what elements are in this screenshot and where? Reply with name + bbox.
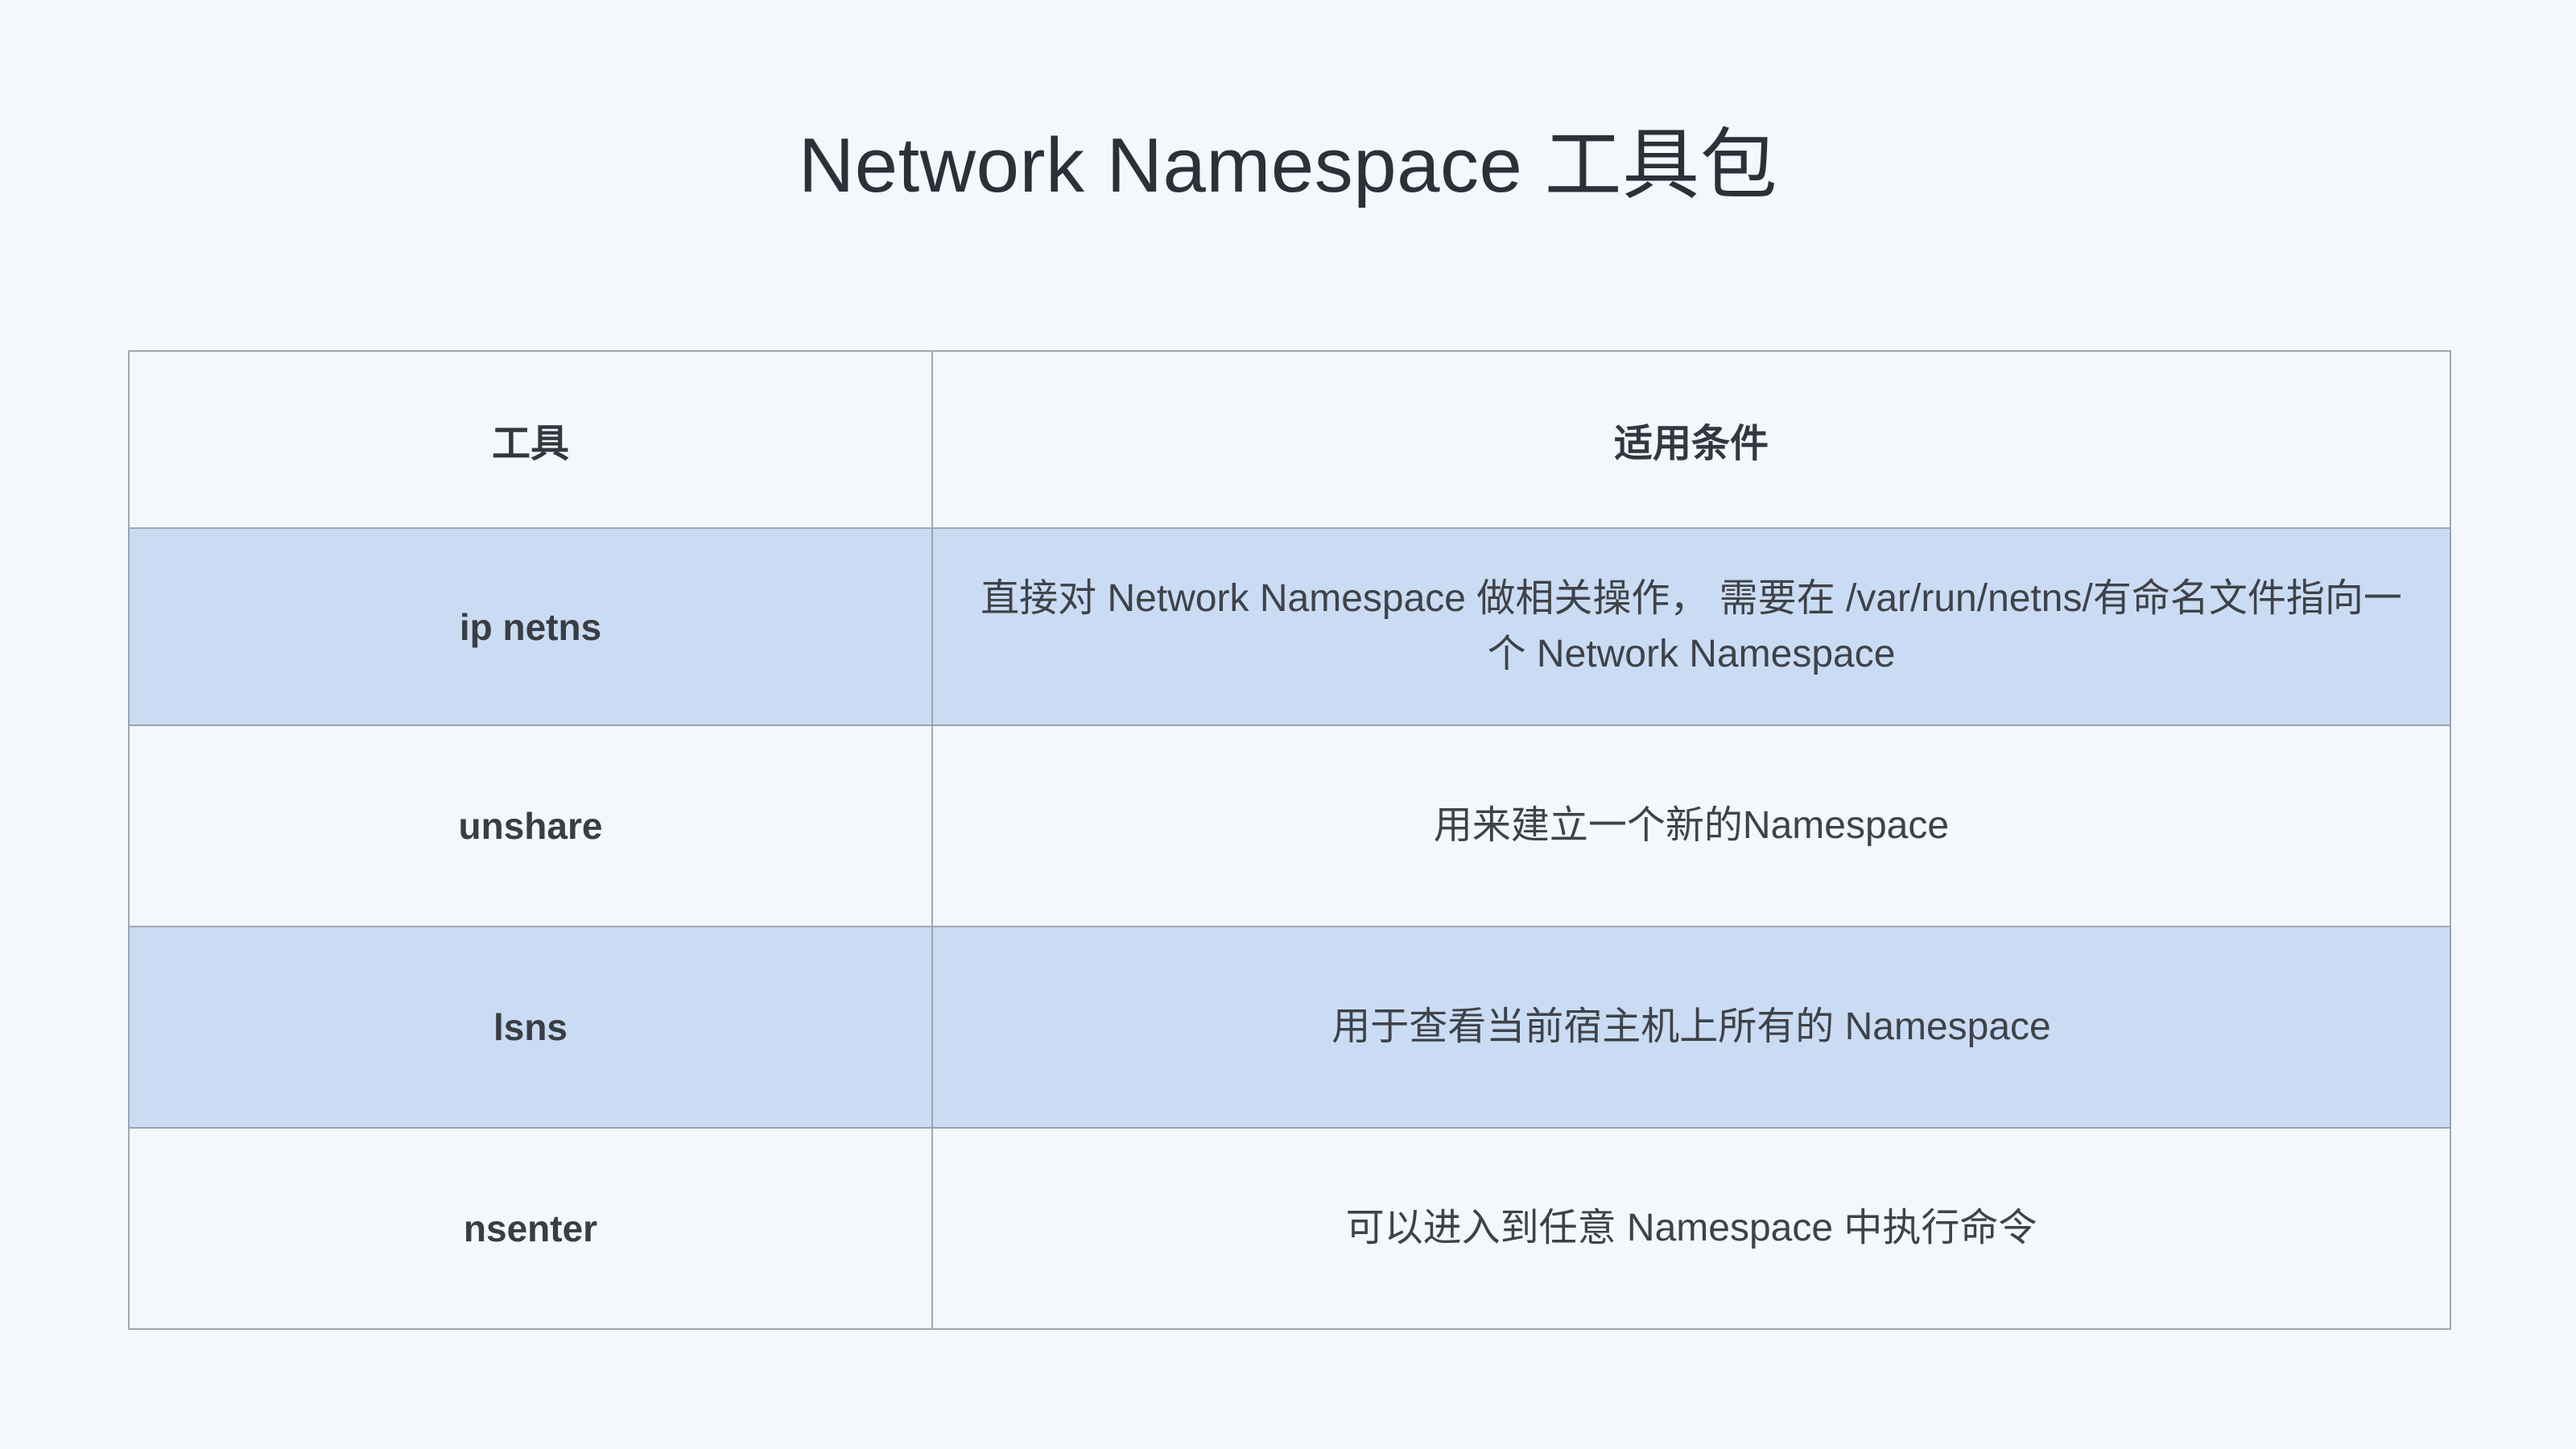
- table-header-row: 工具 适用条件: [128, 350, 2451, 529]
- page-title: Network Namespace 工具包: [798, 122, 1778, 209]
- table-row: unshare 用来建立一个新的Namespace: [128, 724, 2451, 927]
- table-row: ip netns 直接对 Network Namespace 做相关操作， 需要…: [128, 527, 2451, 726]
- cell-tool-condition: 直接对 Network Namespace 做相关操作， 需要在 /var/ru…: [931, 527, 2451, 726]
- cell-tool-name: unshare: [128, 724, 933, 927]
- table-body: ip netns 直接对 Network Namespace 做相关操作， 需要…: [128, 527, 2451, 1330]
- cell-tool-name: ip netns: [128, 527, 933, 726]
- cell-tool-condition: 用来建立一个新的Namespace: [931, 724, 2451, 927]
- table-header: 工具 适用条件: [128, 350, 2451, 529]
- column-header-condition: 适用条件: [931, 350, 2451, 529]
- column-header-tool: 工具: [128, 350, 933, 529]
- cell-tool-condition: 可以进入到任意 Namespace 中执行命令: [931, 1127, 2451, 1330]
- cell-tool-name: nsenter: [128, 1127, 933, 1330]
- table-row: nsenter 可以进入到任意 Namespace 中执行命令: [128, 1127, 2451, 1330]
- cell-tool-condition: 用于查看当前宿主机上所有的 Namespace: [931, 926, 2451, 1129]
- cell-tool-name: lsns: [128, 926, 933, 1129]
- table-row: lsns 用于查看当前宿主机上所有的 Namespace: [128, 926, 2451, 1129]
- tools-table: 工具 适用条件 ip netns 直接对 Network Namespace 做…: [128, 350, 2451, 1330]
